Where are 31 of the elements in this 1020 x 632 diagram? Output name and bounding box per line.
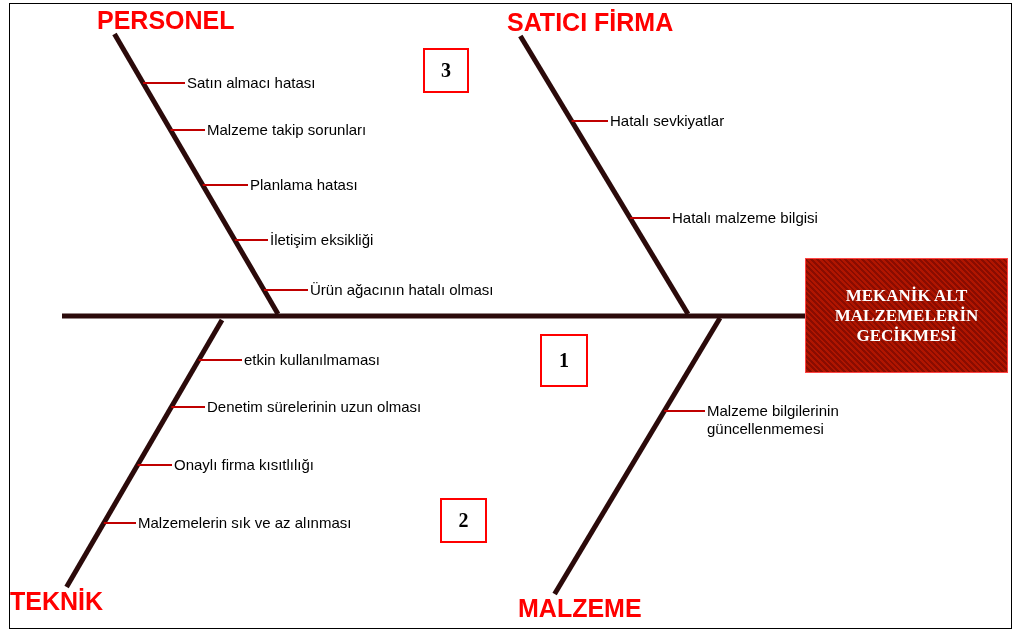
- fishbone-branch: [518, 34, 691, 316]
- cause-tick: [142, 82, 186, 84]
- cause-text: İletişim eksikliği: [268, 231, 374, 249]
- number-box: 1: [540, 334, 588, 387]
- cause-tick: [136, 464, 173, 466]
- category-label: MALZEME: [518, 594, 642, 622]
- fishbone-branch: [552, 316, 723, 596]
- cause-tick: [102, 522, 137, 524]
- cause-tick: [233, 239, 269, 241]
- category-label: SATICI FİRMA: [507, 8, 674, 36]
- effect-box: MEKANİK ALT MALZEMELERİN GECİKMESİ: [805, 258, 1008, 373]
- cause-text: Hatalı malzeme bilgisi: [670, 209, 818, 227]
- cause-tick: [170, 406, 206, 408]
- fishbone-branch: [64, 318, 225, 589]
- cause-text: Malzeme takip sorunları: [205, 121, 367, 139]
- cause-tick: [169, 129, 206, 131]
- cause-text: Onaylı firma kısıtlılığı: [172, 456, 315, 474]
- cause-text: Hatalı sevkiyatlar: [608, 112, 725, 130]
- cause-tick: [263, 289, 309, 291]
- cause-tick: [570, 120, 609, 122]
- number-box: 2: [440, 498, 487, 543]
- fishbone-branch: [112, 32, 281, 316]
- cause-tick: [629, 217, 671, 219]
- category-label: TEKNİK: [10, 587, 104, 615]
- cause-tick: [663, 410, 706, 412]
- cause-text: Ürün ağacının hatalı olması: [308, 281, 494, 299]
- cause-tick: [201, 184, 249, 186]
- cause-tick: [197, 359, 243, 361]
- fishbone-spine: [62, 313, 805, 319]
- category-label: PERSONEL: [97, 6, 235, 34]
- number-box: 3: [423, 48, 469, 93]
